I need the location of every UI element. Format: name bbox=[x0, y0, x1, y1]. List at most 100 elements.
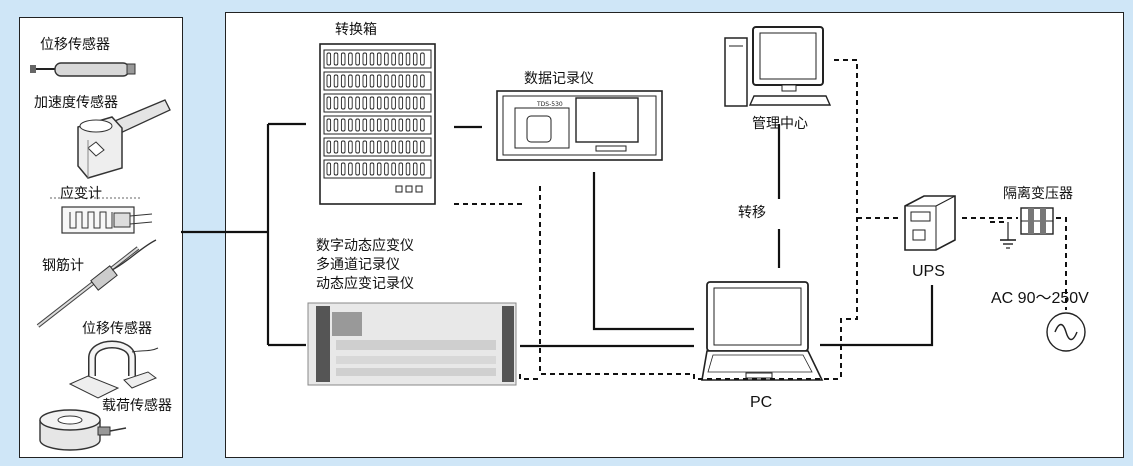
switch-box-terminal bbox=[391, 162, 396, 176]
switch-box-terminal bbox=[362, 118, 368, 132]
switch-box-terminal bbox=[355, 96, 360, 110]
switch-box-terminal bbox=[420, 52, 425, 66]
ups-label: UPS bbox=[912, 263, 945, 280]
switch-box-terminal bbox=[398, 118, 404, 132]
displacement-sensor-icon bbox=[30, 62, 136, 77]
switch-box-terminal bbox=[326, 118, 332, 132]
switch-box-terminal bbox=[333, 162, 339, 176]
switch-box-terminal bbox=[369, 118, 375, 132]
switch-box-terminal bbox=[376, 52, 382, 66]
switch-box-terminal bbox=[348, 162, 353, 176]
switch-box-terminal bbox=[340, 140, 346, 154]
load-sensor-label: 载荷传感器 bbox=[102, 398, 172, 414]
switch-box-terminal bbox=[376, 162, 382, 176]
switch-box-terminal bbox=[384, 140, 389, 154]
switch-box-terminal bbox=[340, 96, 346, 110]
switch-box-terminal bbox=[362, 52, 368, 66]
switch-box-terminal bbox=[348, 74, 353, 88]
switch-box-row bbox=[323, 71, 432, 91]
laptop-pc-icon bbox=[701, 281, 824, 381]
acceleration-sensor-label: 加速度传感器 bbox=[34, 95, 118, 111]
switch-box-terminal bbox=[333, 52, 339, 66]
switch-box-terminal bbox=[376, 140, 382, 154]
switch-box-terminal bbox=[398, 162, 404, 176]
rebar-gauge-label: 钢筋计 bbox=[42, 258, 84, 274]
multichannel-recorder-icon bbox=[307, 302, 517, 386]
switch-box-terminal bbox=[420, 140, 425, 154]
switch-box-terminal bbox=[398, 74, 404, 88]
switch-box-row bbox=[323, 115, 432, 135]
management-center-label: 管理中心 bbox=[752, 116, 808, 132]
acceleration-sensor-icon bbox=[77, 99, 171, 179]
management-center-computer-icon bbox=[724, 26, 832, 107]
switch-box-terminal bbox=[348, 52, 353, 66]
switch-box-terminal bbox=[391, 74, 396, 88]
switch-box-terminal bbox=[326, 140, 332, 154]
switch-box-terminal bbox=[355, 118, 360, 132]
switch-box-terminal bbox=[405, 162, 411, 176]
switch-box-row bbox=[323, 159, 432, 179]
switch-box-terminal bbox=[348, 140, 353, 154]
switch-box-icon bbox=[319, 43, 436, 205]
switch-box-terminal bbox=[333, 140, 339, 154]
switch-box-terminal bbox=[405, 118, 411, 132]
switch-box-terminal bbox=[405, 140, 411, 154]
switch-box-terminal bbox=[384, 162, 389, 176]
dashed-connections bbox=[454, 59, 1067, 380]
switch-box-terminal bbox=[420, 162, 425, 176]
switch-box-terminal bbox=[412, 140, 418, 154]
switch-box-terminal bbox=[348, 118, 353, 132]
switch-box-terminal bbox=[376, 74, 382, 88]
solid-connections bbox=[181, 122, 934, 348]
switch-box-terminal bbox=[362, 162, 368, 176]
data-logger-label: 数据记录仪 bbox=[524, 71, 594, 87]
switch-box-terminal bbox=[340, 74, 346, 88]
switch-box-terminal bbox=[369, 162, 375, 176]
switch-box-terminal bbox=[405, 74, 411, 88]
switch-box-terminal bbox=[384, 118, 389, 132]
switch-box-terminal bbox=[391, 140, 396, 154]
switch-box-terminal bbox=[412, 118, 418, 132]
switch-box-terminal bbox=[391, 96, 396, 110]
pc-label: PC bbox=[750, 394, 773, 411]
switch-box-terminal bbox=[412, 74, 418, 88]
switch-box-terminal bbox=[412, 96, 418, 110]
switch-box-terminal bbox=[326, 96, 332, 110]
switch-box-terminal bbox=[355, 52, 360, 66]
switch-box-terminal bbox=[420, 118, 425, 132]
multichannel-label-line-3: 动态应变记录仪 bbox=[316, 276, 414, 292]
isolation-transformer-label: 隔离变压器 bbox=[1003, 186, 1073, 202]
switch-box-terminal bbox=[391, 52, 396, 66]
switch-box-terminal bbox=[384, 74, 389, 88]
switch-box-terminal bbox=[376, 118, 382, 132]
switch-box-terminal bbox=[384, 52, 389, 66]
displacement-sensor-2-icon bbox=[68, 340, 159, 399]
rebar-gauge-icon bbox=[36, 239, 157, 328]
switch-box-terminal bbox=[340, 52, 346, 66]
switch-box-terminal bbox=[398, 96, 404, 110]
switch-box-terminal bbox=[369, 74, 375, 88]
ac-power-label: AC 90～250V bbox=[991, 290, 1089, 307]
switch-box-terminal bbox=[420, 74, 425, 88]
switch-box-terminal bbox=[340, 118, 346, 132]
switch-box-terminal bbox=[376, 96, 382, 110]
switch-box-terminal bbox=[326, 162, 332, 176]
switch-box-terminal bbox=[412, 162, 418, 176]
switch-box-terminal bbox=[326, 74, 332, 88]
switch-box-terminal bbox=[355, 162, 360, 176]
ground-symbol-icon bbox=[1000, 222, 1016, 249]
switch-box-row bbox=[323, 49, 432, 69]
switch-box-terminal bbox=[348, 96, 353, 110]
switch-box-terminal bbox=[384, 96, 389, 110]
switch-box-terminal bbox=[420, 96, 425, 110]
switch-box-terminal bbox=[333, 74, 339, 88]
logger-model-label: TDS-530 bbox=[536, 101, 563, 108]
switch-box-terminal bbox=[398, 52, 404, 66]
switch-box-terminal bbox=[333, 96, 339, 110]
switch-box-terminal bbox=[412, 52, 418, 66]
transfer-label: 转移 bbox=[738, 205, 766, 221]
ups-icon bbox=[904, 195, 956, 251]
switch-box-row bbox=[323, 137, 432, 157]
switch-box-terminal bbox=[369, 96, 375, 110]
switch-box-terminal bbox=[369, 140, 375, 154]
